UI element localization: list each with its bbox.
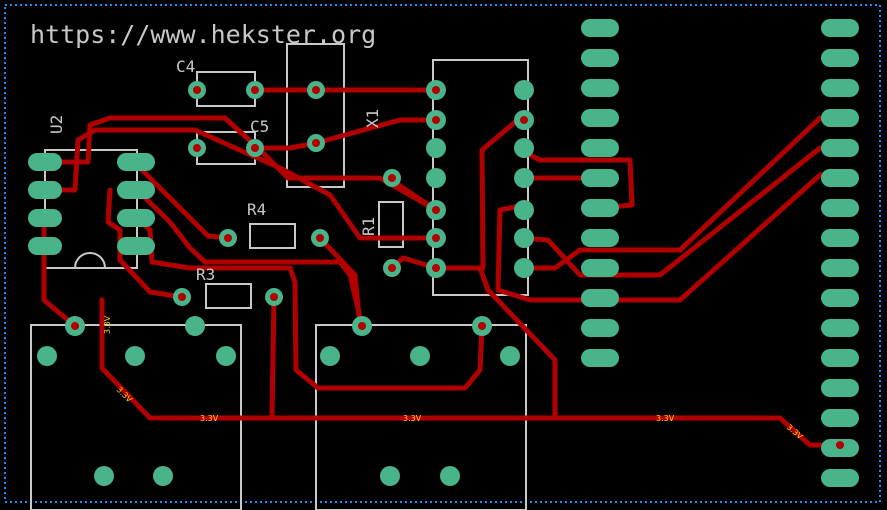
header-pad <box>821 79 859 97</box>
u2-notch <box>74 252 106 269</box>
pad-centres <box>71 86 844 449</box>
jack-pad <box>380 466 400 486</box>
trace <box>495 172 843 303</box>
net-label-3v3: 3.3V <box>656 414 675 423</box>
header-pad <box>821 139 859 157</box>
jack-pad <box>440 466 460 486</box>
jack-pad <box>500 346 520 366</box>
header-pad <box>821 379 859 397</box>
header-pad <box>581 319 619 337</box>
net-label-3v3: 3.3V <box>103 315 112 334</box>
header-pad <box>821 409 859 427</box>
ic-pad <box>514 228 534 248</box>
header-pad <box>581 49 619 67</box>
r3-label: R3 <box>196 265 215 284</box>
header-pad <box>581 169 619 187</box>
trace <box>41 215 78 329</box>
x1-label: X1 <box>363 109 382 128</box>
jack-pad <box>125 346 145 366</box>
header-pad <box>581 79 619 97</box>
jack-pad <box>94 466 114 486</box>
jack-pad <box>410 346 430 366</box>
header-pad <box>581 349 619 367</box>
trace <box>269 294 277 418</box>
header-pad <box>821 469 859 487</box>
r3-outline <box>205 283 252 309</box>
r1-outline <box>378 201 404 248</box>
header-pad <box>821 259 859 277</box>
ic-pad <box>514 258 534 278</box>
u2-pad-5 <box>117 237 155 255</box>
silkscreen-outlines <box>30 43 529 510</box>
header-pad <box>821 109 859 127</box>
header-pad <box>581 259 619 277</box>
trace <box>517 115 843 271</box>
jack-pad <box>153 466 173 486</box>
trace <box>252 117 439 151</box>
ic-pad <box>514 80 534 100</box>
trace <box>134 187 365 329</box>
x1-outline <box>286 43 345 188</box>
u2-pad-4 <box>28 237 62 255</box>
ic-pad <box>514 138 534 158</box>
jack-pad <box>320 346 340 366</box>
ic-pad <box>514 168 534 188</box>
ic-pad <box>514 200 534 220</box>
header-pad <box>821 169 859 187</box>
ic-pad <box>426 168 446 188</box>
header-pad <box>581 109 619 127</box>
net-label-3v3: 3.3V <box>200 414 219 423</box>
trace-3v3 <box>99 297 843 448</box>
header-pad <box>581 199 619 217</box>
ic-pad <box>426 138 446 158</box>
jack-pad <box>216 346 236 366</box>
u2-label: U2 <box>47 115 66 134</box>
header-pad <box>581 289 619 307</box>
c5-label: C5 <box>250 117 269 136</box>
u2-pad-3 <box>28 209 62 227</box>
u2-pad-8 <box>117 153 155 171</box>
r4-label: R4 <box>247 200 266 219</box>
header-pad <box>581 19 619 37</box>
jack-pad <box>37 346 57 366</box>
u2-pad-6 <box>117 209 155 227</box>
trace <box>41 127 439 241</box>
jack-pad <box>185 316 205 336</box>
header-pad <box>821 349 859 367</box>
header-pad <box>821 319 859 337</box>
c4-label: C4 <box>176 57 195 76</box>
header-pad <box>821 199 859 217</box>
u2-pad-2 <box>28 181 62 199</box>
pads <box>37 80 534 486</box>
header-pad <box>581 229 619 247</box>
url-label: https://www.hekster.org <box>30 20 376 49</box>
r1-label: R1 <box>359 217 378 236</box>
trace <box>317 235 363 329</box>
header-pad <box>581 139 619 157</box>
header-pad <box>821 49 859 67</box>
header-left-pads <box>581 19 619 367</box>
trace <box>41 115 439 213</box>
trace <box>517 147 635 211</box>
board-outline <box>4 4 881 503</box>
net-label-3v3: 3.3V <box>403 414 422 423</box>
u2-pads <box>28 153 155 255</box>
u2-pad-1 <box>28 153 62 171</box>
header-right-pads <box>821 19 859 487</box>
trace <box>433 265 558 421</box>
r4-outline <box>249 223 296 249</box>
header-pad <box>821 229 859 247</box>
u2-pad-7 <box>117 181 155 199</box>
header-pad <box>821 19 859 37</box>
header-pad <box>821 289 859 307</box>
